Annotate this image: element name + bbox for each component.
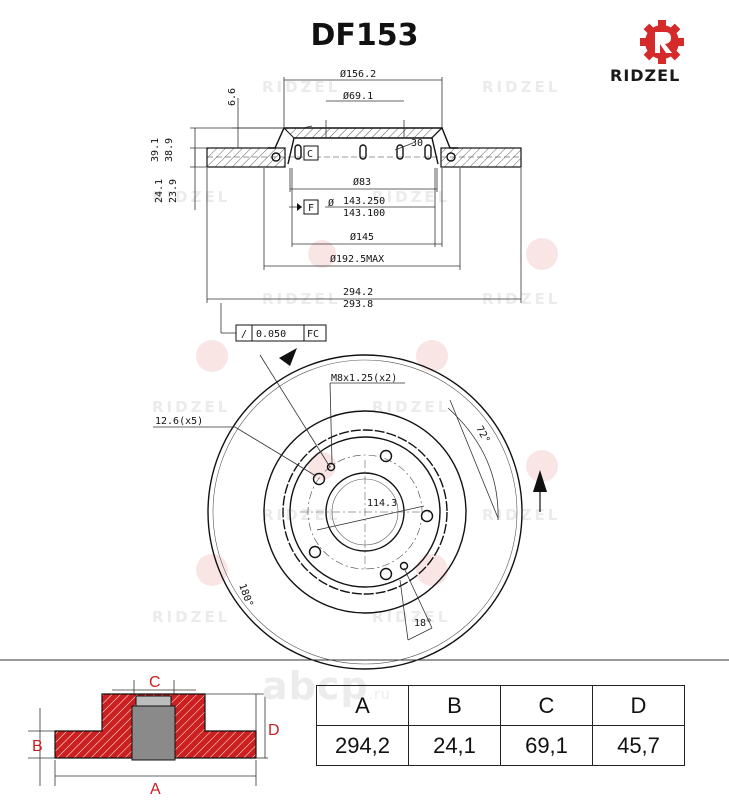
runout-reference: FC	[307, 329, 319, 340]
thread-spec: M8x1.25(x2)	[331, 373, 397, 384]
side-section-view	[206, 120, 522, 168]
runout-icon: /	[241, 329, 247, 340]
brand-name: RIDZEL	[610, 66, 681, 85]
table-header-row: A B C D	[316, 685, 685, 726]
dim-phi-symbol: Ø	[328, 197, 334, 209]
angle-72: 72°	[473, 424, 491, 445]
dim-center-bore: Ø69.1	[343, 90, 373, 102]
front-view	[207, 354, 523, 670]
dim-192: Ø192.5MAX	[330, 253, 384, 265]
legend-label-c: C	[149, 674, 161, 691]
stud-hole-spec: 12.6(x5)	[155, 416, 203, 427]
table-value-row: 294,2 24,1 69,1 45,7	[316, 725, 685, 766]
watermark: RIDZEL	[152, 188, 231, 206]
value-c: 69,1	[500, 725, 593, 766]
value-d: 45,7	[592, 725, 685, 766]
watermark: RIDZEL	[372, 188, 451, 206]
runout-tolerance-frame	[235, 324, 327, 342]
header-a: A	[316, 685, 409, 726]
datum-f-box	[303, 199, 319, 215]
legend-label-d: D	[268, 722, 280, 739]
dim-145: Ø145	[350, 231, 374, 243]
header-b: B	[408, 685, 501, 726]
chamfer-label: 30	[411, 138, 423, 149]
watermark: RIDZEL	[262, 506, 341, 524]
datum-c-label: C	[307, 149, 313, 160]
value-a: 294,2	[316, 725, 409, 766]
watermark: RIDZEL	[482, 78, 561, 96]
angle-18: 18°	[414, 618, 432, 629]
dim-143-lower: 143.100	[343, 208, 385, 219]
dimensions-table: A B C D 294,2 24,1 69,1 45,7	[316, 685, 685, 766]
legend-label-a: A	[150, 781, 161, 798]
brand-logo-icon	[640, 20, 684, 64]
legend-schematic	[28, 680, 268, 786]
watermark: RIDZEL	[152, 398, 231, 416]
value-b: 24,1	[408, 725, 501, 766]
dim-38-9: 38.9	[164, 138, 175, 162]
watermark-gear-icon	[196, 238, 558, 586]
watermark: RIDZEL	[372, 608, 451, 626]
header-d: D	[592, 685, 685, 726]
direction-arrow-icon	[533, 470, 547, 492]
watermark: RIDZEL	[262, 78, 341, 96]
dim-83: Ø83	[353, 176, 371, 188]
header-c: C	[500, 685, 593, 726]
dim-143-upper: 143.250	[343, 196, 385, 207]
runout-value: 0.050	[256, 329, 286, 340]
watermark: RIDZEL	[372, 398, 451, 416]
dim-23-9: 23.9	[168, 179, 179, 203]
dim-294-upper: 294.2	[343, 287, 373, 298]
legend-label-b: B	[32, 738, 43, 755]
pcd-value: 114.3	[367, 498, 397, 509]
part-number: DF153	[310, 18, 419, 53]
datum-c-box	[303, 145, 319, 161]
dim-6-6: 6.6	[227, 88, 238, 106]
datum-f-label: F	[308, 203, 314, 214]
front-dimension-lines	[153, 348, 547, 641]
dim-outer-flange: Ø156.2	[340, 68, 376, 80]
rotation-arrow-icon	[279, 348, 297, 366]
dim-294-lower: 293.8	[343, 299, 373, 310]
dim-39-1: 39.1	[150, 138, 161, 162]
side-dimension-lines	[190, 77, 522, 334]
dim-24-1: 24.1	[154, 179, 165, 203]
watermark: RIDZEL	[152, 608, 231, 626]
watermark: RIDZEL	[482, 506, 561, 524]
